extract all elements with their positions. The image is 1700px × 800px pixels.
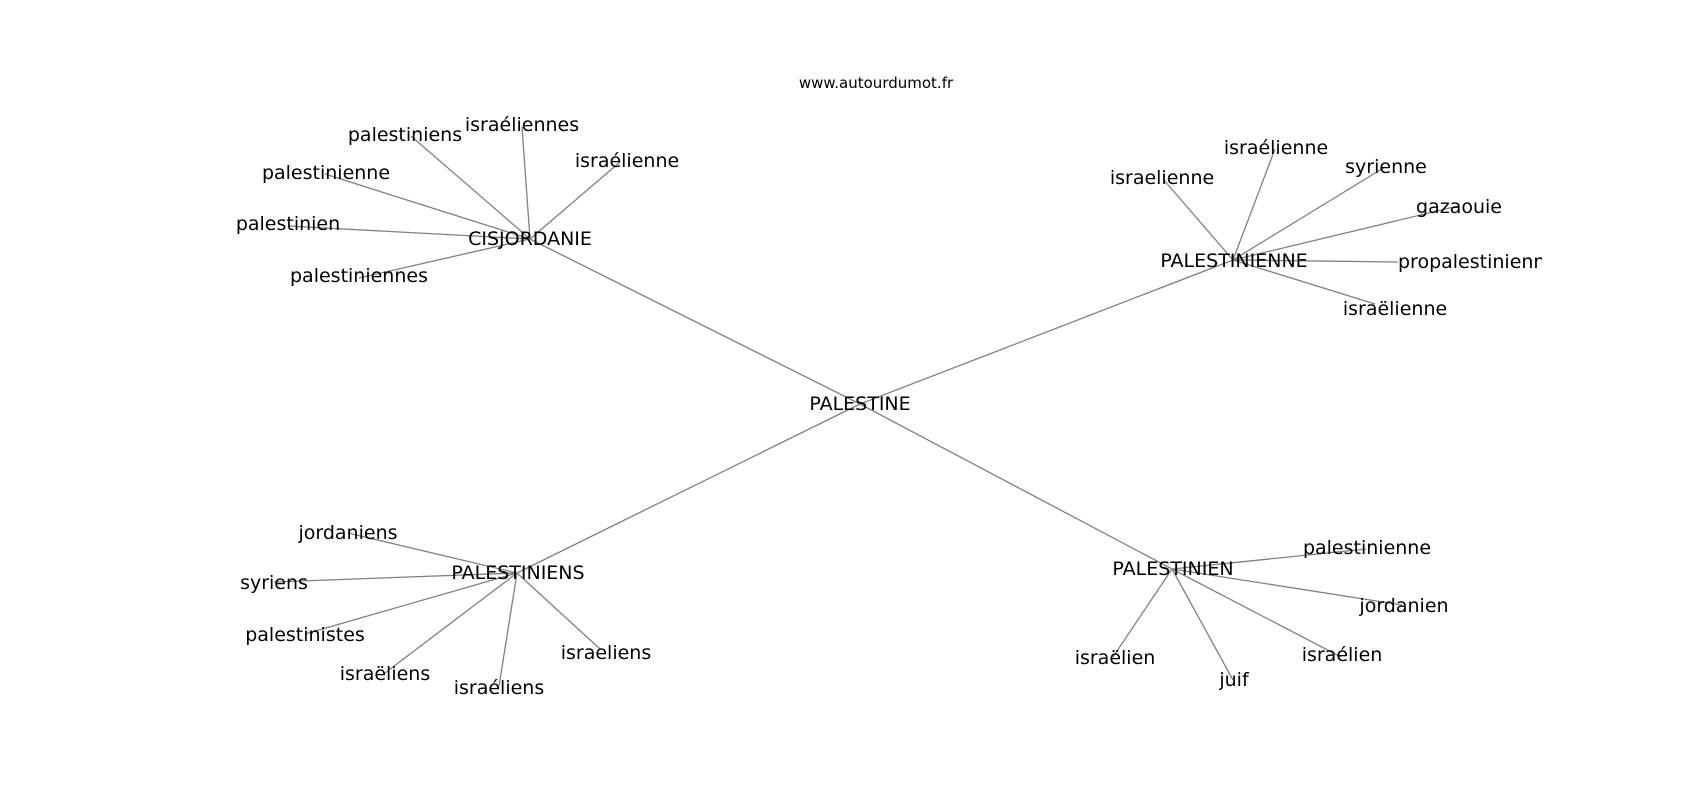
node-leaf-israeliennes: israéliennes (465, 114, 579, 136)
node-leaf-palestiniennes: palestiniennes (290, 265, 428, 287)
edge-palestiniens-israeliens-trema (384, 572, 518, 674)
edge-cisjordanie-palestiniennes (358, 238, 531, 279)
edge-palestinien-palestinienne (1171, 548, 1367, 570)
edge-palestinien-juif (1171, 568, 1234, 681)
node-leaf-palestiniens: palestiniens (348, 124, 462, 146)
node-leaf-israelienne: israelienne (1110, 167, 1214, 189)
edge-cisjordanie-israelienne (529, 161, 621, 240)
edge-cisjordanie-palestinienne (324, 173, 531, 240)
node-leaf-jordanien: jordanien (1358, 595, 1448, 617)
edge-cisjordanie-israeliennes (521, 126, 531, 240)
edge-center-palestiniens (516, 403, 861, 574)
node-leaf-gazaouie: gazaouie (1416, 196, 1502, 218)
edge-palestinienne-syrienne (1232, 166, 1386, 261)
edge-palestiniens-israeliens (516, 572, 601, 650)
node-leaf-juif: juif (1218, 669, 1250, 691)
edge-palestiniens-israeliens-acute (498, 572, 518, 687)
node-leaf-israelienne-trema: israëlienne (1343, 298, 1447, 320)
edge-palestinien-jordanien (1171, 568, 1403, 606)
edge-center-cisjordanie (529, 238, 861, 405)
node-hub-cisjordanie: CISJORDANIE (468, 228, 592, 250)
edge-center-palestinien (859, 403, 1173, 570)
edge-palestiniens-jordaniens (347, 532, 518, 574)
node-leaf-israelien: israélien (1302, 644, 1383, 666)
node-hub-palestinien: PALESTINIEN (1112, 558, 1233, 580)
node-leaf-palestinienne: palestinienne (1303, 537, 1431, 559)
edge-palestinienne-israelienne-acute (1232, 148, 1276, 261)
node-leaf-israeliens-trema: israëliens (340, 663, 431, 685)
edge-palestiniens-syriens (273, 572, 518, 583)
edge-palestinien-israelien-trema (1112, 568, 1173, 658)
edge-palestinienne-gazaouie (1232, 205, 1459, 261)
node-leaf-israelien-trema: israëlien (1075, 647, 1156, 669)
node-leaf-palestinienne: palestinienne (262, 162, 390, 184)
edge-palestinienne-israelienne-trema (1232, 259, 1376, 305)
node-leaf-jordaniens: jordaniens (297, 522, 397, 544)
node-leaf-syrienne: syrienne (1345, 156, 1427, 178)
node-leaf-israelienne: israélienne (575, 150, 679, 172)
edge-palestinienne-israelienne (1162, 178, 1234, 261)
node-leaf-israeliens-acute: israéliens (454, 677, 545, 699)
edge-palestinien-israelien (1171, 568, 1342, 658)
node-center: PALESTINE (809, 393, 910, 415)
edge-cisjordanie-palestinien (287, 225, 531, 240)
edge-palestinienne-propalestinienne (1232, 259, 1399, 263)
node-hub-palestiniens: PALESTINIENS (451, 562, 584, 584)
node-leaf-syriens: syriens (240, 572, 308, 594)
edge-center-palestinienne (859, 259, 1234, 405)
node-leaf-palestinien: palestinien (236, 213, 340, 235)
node-leaf-palestinistes: palestinistes (245, 624, 365, 646)
node-leaf-propalestinienne: propalestinienne (1398, 251, 1557, 273)
site-url: www.autourdumot.fr (799, 74, 954, 92)
node-hub-palestinienne: PALESTINIENNE (1160, 250, 1307, 272)
edge-palestiniens-palestinistes (304, 572, 518, 635)
edge-cisjordanie-palestiniens (410, 135, 531, 240)
node-leaf-israelienne-acute: israélienne (1224, 137, 1328, 159)
node-leaf-israeliens: israeliens (561, 642, 652, 664)
